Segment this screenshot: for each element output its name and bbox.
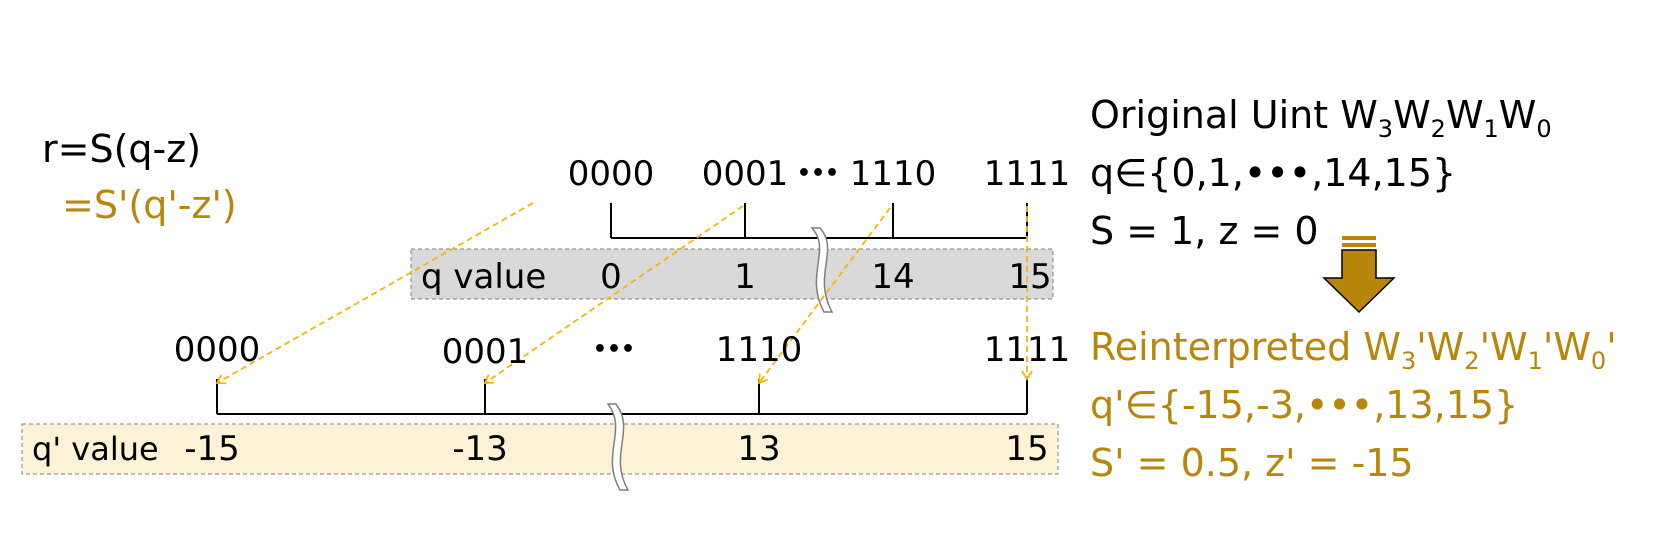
formula-line1: r=S(q-z) (42, 127, 201, 171)
bottom-code-1111: 1111 (984, 330, 1071, 370)
bottom-code-0000: 0000 (174, 330, 261, 370)
original-range: q∈{0,1,•••,14,15} (1090, 151, 1456, 195)
mapping-arrows (215, 202, 1033, 385)
q-prime-value-minus15: -15 (184, 429, 240, 469)
q-value-14: 14 (871, 257, 914, 297)
mapping-arrow-0001 (483, 205, 744, 384)
bottom-axis (216, 379, 1028, 415)
q-prime-value-minus13: -13 (452, 429, 508, 469)
q-value-label: q value (421, 257, 546, 297)
reinterpreted-range: q'∈{-15,-3,•••,13,15} (1090, 383, 1518, 427)
top-code-0001: 0001 (702, 154, 789, 194)
q-prime-value-13: 13 (737, 429, 780, 469)
bottom-code-1110: 1110 (716, 330, 803, 370)
top-ellipsis: ••• (797, 161, 839, 186)
mapping-arrow-1110 (757, 207, 891, 385)
bottom-axis-break (606, 403, 630, 491)
reinterpreted-title: Reinterpreted W3'W2'W1'W0' (1090, 325, 1617, 375)
top-code-1111: 1111 (984, 154, 1071, 194)
top-code-1110: 1110 (850, 154, 937, 194)
q-prime-value-label: q' value (32, 430, 159, 468)
q-value-15: 15 (1008, 257, 1051, 297)
original-params: S = 1, z = 0 (1090, 209, 1319, 253)
reinterpreted-params: S' = 0.5, z' = -15 (1090, 441, 1414, 485)
bottom-ellipsis: ••• (593, 337, 635, 362)
q-prime-value-15: 15 (1005, 429, 1048, 469)
q-value-0: 0 (600, 257, 622, 297)
original-title: Original Uint W3W2W1W0 (1090, 93, 1552, 143)
mapping-arrow-0000 (215, 202, 534, 385)
q-value-1: 1 (734, 257, 756, 297)
q-value-band (410, 248, 1054, 300)
transform-arrow-icon (1322, 236, 1396, 314)
top-axis-break (810, 227, 834, 313)
formula-line2: =S'(q'-z') (62, 183, 237, 227)
bottom-code-0001: 0001 (442, 332, 529, 372)
top-code-0000: 0000 (568, 154, 655, 194)
q-prime-value-band (21, 423, 1059, 475)
